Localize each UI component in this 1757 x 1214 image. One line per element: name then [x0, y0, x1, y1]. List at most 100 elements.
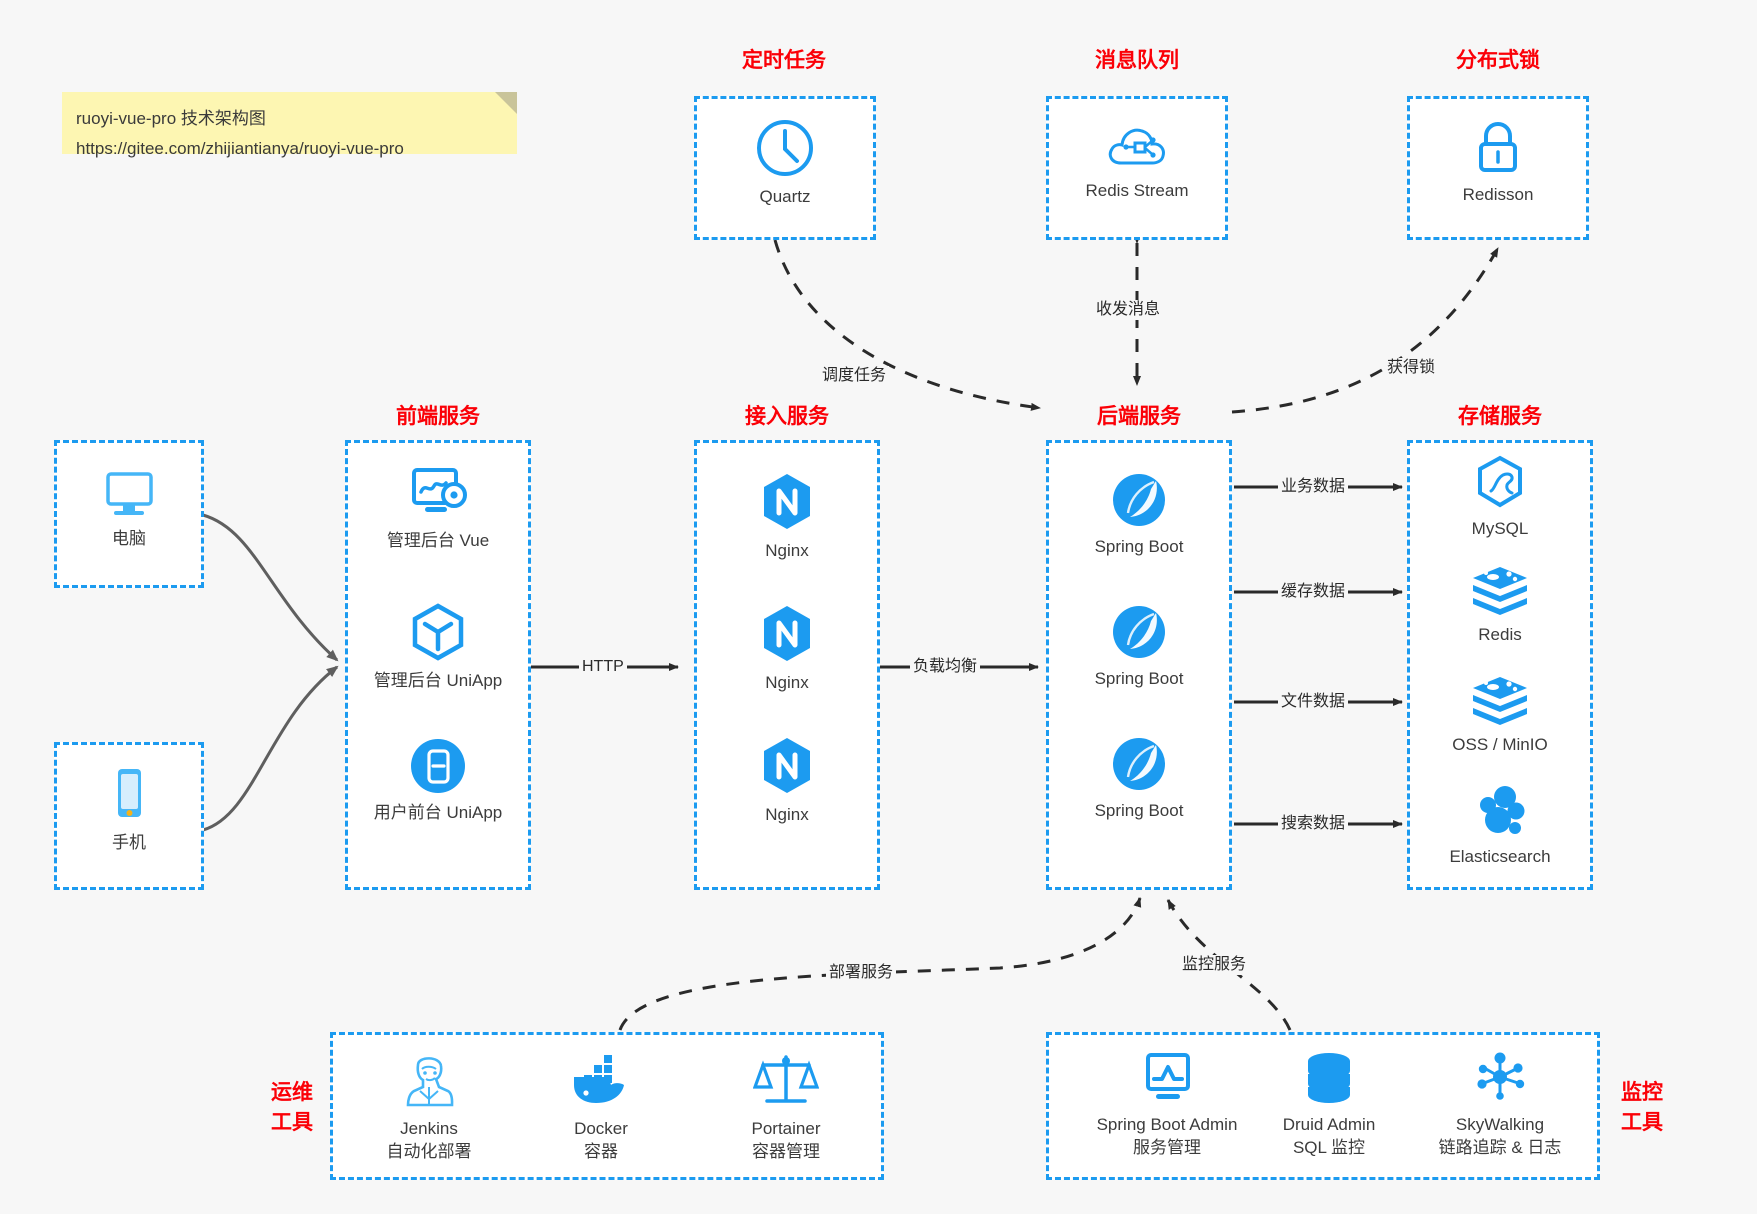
- node-desktop[interactable]: 电脑: [57, 465, 201, 550]
- skywalking-icon: [1477, 1052, 1525, 1100]
- group-title-storage: 存储服务: [1458, 405, 1542, 428]
- group-box-storage: MySQL Redis OS: [1407, 440, 1593, 890]
- node-spring-boot-admin[interactable]: Spring Boot Admin 服务管理: [1063, 1049, 1271, 1159]
- group-title-devops: 运维 工具: [256, 1078, 328, 1138]
- group-title-backend: 后端服务: [1097, 405, 1181, 428]
- node-spring-boot-2[interactable]: Spring Boot: [1049, 603, 1229, 690]
- group-box-monitoring: Spring Boot Admin 服务管理 Druid Admin SQL 监…: [1046, 1032, 1600, 1180]
- node-label: Redis: [1478, 625, 1522, 644]
- node-label: 管理后台 Vue: [386, 531, 490, 550]
- node-sublabel: SQL 监控: [1292, 1138, 1366, 1157]
- docker-icon: [574, 1055, 624, 1103]
- node-portainer[interactable]: Portainer 容器管理: [705, 1049, 867, 1163]
- monitor-chart-icon: [1146, 1053, 1190, 1099]
- node-spring-boot-1[interactable]: Spring Boot: [1049, 471, 1229, 558]
- group-box-devops: Jenkins 自动化部署 Docker 容器: [330, 1032, 884, 1180]
- node-label: 手机: [112, 833, 146, 852]
- edge-label-cache-data: 缓存数据: [1278, 582, 1349, 602]
- redis-icon: [1473, 677, 1527, 725]
- node-redis[interactable]: Redis: [1410, 565, 1590, 646]
- nginx-icon: [764, 474, 810, 529]
- node-user-uniapp[interactable]: 用户前台 UniApp: [348, 737, 528, 824]
- lock-icon: [1479, 122, 1517, 172]
- node-druid-admin[interactable]: Druid Admin SQL 监控: [1245, 1049, 1413, 1159]
- mysql-icon: [1478, 455, 1522, 508]
- node-label: Nginx: [765, 673, 809, 692]
- redis-icon: [1473, 567, 1527, 615]
- node-label: Jenkins: [400, 1119, 458, 1138]
- group-box-scheduled-task: Quartz: [694, 96, 876, 240]
- group-box-client-mobile: 手机: [54, 742, 204, 890]
- node-mysql[interactable]: MySQL: [1410, 455, 1590, 540]
- node-admin-vue[interactable]: 管理后台 Vue: [348, 465, 528, 552]
- group-box-frontend: 管理后台 Vue 管理后台 UniApp 用户前台 UniApp: [345, 440, 531, 890]
- jenkins-icon: [406, 1057, 454, 1107]
- note-sticky: ruoyi-vue-pro 技术架构图 https://gitee.com/zh…: [62, 92, 517, 158]
- node-sublabel: 容器管理: [752, 1142, 820, 1161]
- group-box-distributed-lock: Redisson: [1407, 96, 1589, 240]
- node-label: Quartz: [759, 187, 811, 206]
- node-docker[interactable]: Docker 容器: [523, 1049, 679, 1163]
- node-nginx-2[interactable]: Nginx: [697, 603, 877, 694]
- group-title-message-queue: 消息队列: [1095, 49, 1179, 72]
- spring-icon: [1113, 738, 1165, 790]
- node-mobile[interactable]: 手机: [57, 765, 201, 854]
- node-label: 管理后台 UniApp: [373, 671, 503, 690]
- edge-label-http: HTTP: [579, 657, 627, 677]
- node-sublabel: 自动化部署: [386, 1142, 472, 1161]
- group-box-message-queue: Redis Stream: [1046, 96, 1228, 240]
- edge-label-monitor-service: 监控服务: [1179, 955, 1250, 975]
- edge-label-deploy-service: 部署服务: [826, 963, 897, 983]
- node-label: Elasticsearch: [1449, 847, 1551, 866]
- node-skywalking[interactable]: SkyWalking 链路追踪 & 日志: [1407, 1049, 1593, 1159]
- elasticsearch-icon: [1480, 786, 1525, 834]
- edge-label-schedule-task: 调度任务: [819, 366, 890, 386]
- node-oss-minio[interactable]: OSS / MinIO: [1410, 675, 1590, 756]
- node-spring-boot-3[interactable]: Spring Boot: [1049, 735, 1229, 822]
- monitoring-title-line-2: 工具: [1621, 1111, 1663, 1134]
- node-label: Docker: [574, 1119, 628, 1138]
- note-line-1: ruoyi-vue-pro 技术架构图: [76, 109, 266, 128]
- node-label: Spring Boot: [1094, 669, 1184, 688]
- spring-icon: [1113, 474, 1165, 526]
- node-sublabel: 服务管理: [1133, 1138, 1201, 1157]
- group-title-gateway: 接入服务: [745, 405, 829, 428]
- node-redisson[interactable]: Redisson: [1410, 117, 1586, 206]
- node-label: Redis Stream: [1085, 181, 1189, 200]
- node-sublabel: 链路追踪 & 日志: [1438, 1138, 1562, 1157]
- node-sublabel: 容器: [584, 1142, 618, 1161]
- edge-label-file-data: 文件数据: [1278, 692, 1349, 712]
- edge-label-message-exchange: 收发消息: [1093, 300, 1164, 320]
- node-redis-stream[interactable]: Redis Stream: [1049, 117, 1225, 202]
- group-box-backend: Spring Boot Spring Boot Spring Boot: [1046, 440, 1232, 890]
- node-jenkins[interactable]: Jenkins 自动化部署: [351, 1049, 507, 1163]
- node-label: Portainer: [751, 1119, 821, 1138]
- mobile-icon: [118, 769, 141, 817]
- node-admin-uniapp[interactable]: 管理后台 UniApp: [348, 601, 528, 692]
- node-label: Nginx: [765, 805, 809, 824]
- edge-label-business-data: 业务数据: [1278, 477, 1349, 497]
- group-title-monitoring: 监控 工具: [1606, 1078, 1678, 1138]
- node-label: 电脑: [112, 529, 146, 548]
- group-box-gateway: Nginx Nginx Nginx: [694, 440, 880, 890]
- scales-icon: [753, 1055, 819, 1103]
- group-title-scheduled-task: 定时任务: [742, 49, 826, 72]
- note-fold-corner: [495, 92, 517, 114]
- node-nginx-1[interactable]: Nginx: [697, 471, 877, 562]
- node-label: 用户前台 UniApp: [373, 803, 503, 822]
- node-label: Druid Admin: [1282, 1115, 1376, 1134]
- desktop-icon: [106, 472, 153, 515]
- database-icon: [1308, 1053, 1350, 1103]
- node-nginx-3[interactable]: Nginx: [697, 735, 877, 826]
- node-quartz[interactable]: Quartz: [697, 117, 873, 208]
- hexagon-cube-icon: [412, 603, 464, 661]
- devops-title-line-2: 工具: [271, 1111, 313, 1134]
- nginx-icon: [764, 738, 810, 793]
- nginx-icon: [764, 606, 810, 661]
- node-label: Redisson: [1462, 185, 1534, 204]
- node-label: MySQL: [1471, 519, 1529, 538]
- node-label: Spring Boot: [1094, 537, 1184, 556]
- node-elasticsearch[interactable]: Elasticsearch: [1410, 785, 1590, 868]
- dashboard-gear-icon: [412, 468, 467, 512]
